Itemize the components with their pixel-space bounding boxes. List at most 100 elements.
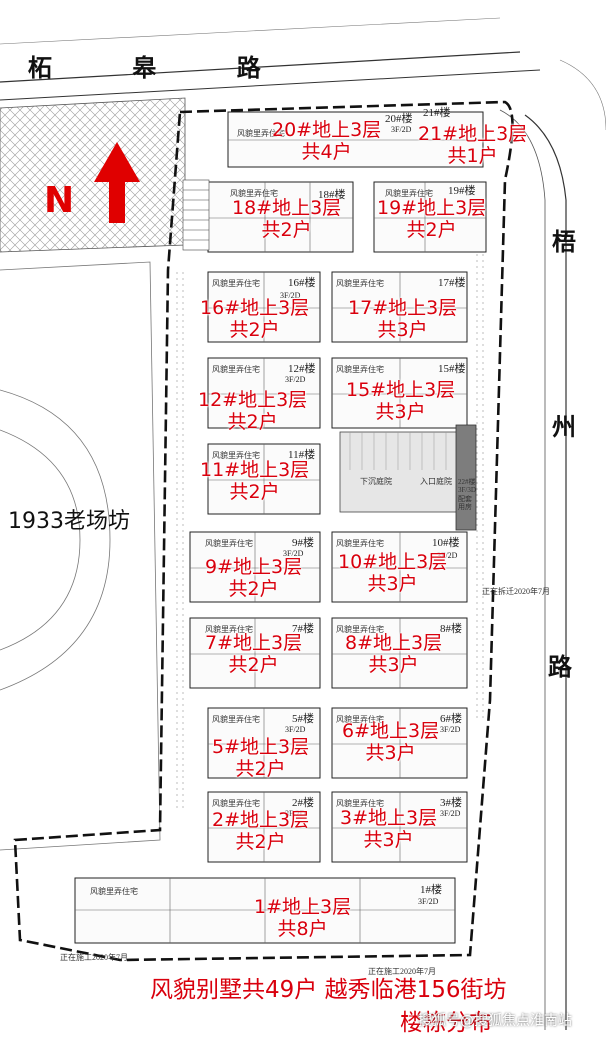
old-site-outline: [0, 261, 161, 851]
building-number-9: 9#楼: [292, 537, 314, 549]
label-block-21: 21#地上3层 共1户: [418, 123, 528, 168]
floor-tag: 3F/2D: [280, 291, 301, 300]
building-number-7: 7#楼: [292, 623, 314, 635]
block-19-units: 共2户: [406, 218, 457, 241]
building-number-15: 15#楼: [438, 363, 466, 375]
floor-tag: 3F/2D: [285, 725, 306, 734]
block-12-floors: 12#地上3层: [198, 389, 308, 411]
floor-tag: 3F/2D: [283, 549, 304, 558]
block-6-floors: 6#地上3层: [342, 720, 440, 742]
garage-22: [455, 424, 477, 531]
block-6-units: 共3户: [365, 741, 416, 764]
block-12-units: 共2户: [227, 410, 278, 433]
building-number-17: 17#楼: [438, 277, 466, 289]
block-1-units: 共8户: [277, 917, 328, 940]
building-type: 风貌里弄住宅: [212, 279, 260, 288]
block-18-units: 共2户: [261, 218, 312, 241]
north-letter: N: [44, 180, 75, 221]
building-type: 风貌里弄住宅: [212, 451, 260, 460]
block-8-floors: 8#地上3层: [345, 632, 443, 654]
building-type: 风貌里弄住宅: [212, 715, 260, 724]
building-number-20: 20#楼: [385, 113, 413, 125]
building-type: 风貌里弄住宅: [90, 887, 138, 896]
block-7-floors: 7#地上3层: [205, 632, 303, 654]
block-8-units: 共3户: [368, 653, 419, 676]
block-11-floors: 11#地上3层: [200, 459, 310, 481]
watermark: 搜狐号@搜狐焦点淮南站: [418, 1013, 572, 1029]
block-5-units: 共2户: [235, 757, 286, 780]
building-number-16: 16#楼: [288, 277, 316, 289]
building-type: 风貌里弄住宅: [230, 189, 278, 198]
road-zhegao: 柘 皋 路: [28, 54, 297, 82]
footer-caption-line1: 风貌别墅共49户 越秀临港156街坊: [150, 977, 507, 1003]
block-7-units: 共2户: [228, 653, 279, 676]
label-block-2: 2#地上3层 共2户: [212, 809, 310, 854]
courtyard-stripes: [349, 432, 447, 470]
building-number-8: 8#楼: [440, 623, 462, 635]
demolition-note: 正在拆迁2020年7月: [482, 587, 550, 596]
label-block-12: 12#地上3层 共2户: [198, 389, 308, 434]
building-number-12: 12#楼: [288, 363, 316, 375]
block-20-units: 共4户: [301, 140, 352, 163]
floor-tag: 3F/2D: [285, 375, 306, 384]
label-block-18: 18#地上3层 共2户: [232, 197, 341, 242]
building-number-3: 3#楼: [440, 797, 462, 809]
block-20-floors: 20#地上3层: [272, 119, 382, 141]
floor-tag: 3F/2D: [440, 725, 461, 734]
block-16-floors: 16#地上3层: [200, 297, 310, 319]
landscape-strip: [474, 180, 486, 720]
building-interior-lines: [75, 139, 486, 943]
building-number-1: 1#楼: [420, 884, 442, 896]
east-road: [499, 59, 606, 1030]
label-block-20: 20#地上3层 共4户: [272, 119, 382, 164]
north-road: [0, 17, 541, 101]
floor-tag: 3F/2D: [285, 809, 306, 818]
block-16-units: 共2户: [229, 318, 280, 341]
block-9-units: 共2户: [228, 577, 279, 600]
landscape-strip: [172, 270, 184, 810]
block-17-floors: 17#地上3层: [348, 297, 458, 319]
block-10-floors: 10#地上3层: [338, 551, 448, 573]
label-block-17: 17#地上3层 共3户: [348, 297, 458, 342]
building-number-18: 18#楼: [318, 189, 346, 201]
building-type: 风貌里弄住宅: [205, 625, 253, 634]
construction-note: 正在施工2020年7月: [368, 967, 436, 976]
block-15-floors: 15#地上3层: [346, 379, 456, 401]
floor-tag: 3F/2D: [391, 125, 412, 134]
block-21-floors: 21#地上3层: [418, 123, 528, 145]
building-number-21: 21#楼: [423, 107, 451, 119]
block-9-floors: 9#地上3层: [205, 556, 303, 578]
building-number-11: 11#楼: [288, 449, 316, 461]
label-block-15: 15#地上3层 共3户: [346, 379, 456, 424]
sunken-courtyard: [339, 431, 461, 513]
building-type: 风貌里弄住宅: [212, 365, 260, 374]
courtyard-label: 下沉庭院: [360, 477, 392, 486]
floor-tag: 3F/2D: [418, 897, 439, 906]
label-block-11: 11#地上3层 共2户: [200, 459, 310, 504]
label-block-3: 3#地上3层 共3户: [340, 807, 437, 852]
block-11-units: 共2户: [229, 480, 280, 503]
building-type: 风貌里弄住宅: [385, 189, 433, 198]
building-type: 风貌里弄住宅: [205, 539, 253, 548]
block-21-units: 共1户: [447, 144, 498, 167]
block-2-units: 共2户: [235, 830, 286, 853]
block-5-floors: 5#地上3层: [212, 736, 310, 758]
building-type: 风貌里弄住宅: [336, 365, 384, 374]
label-block-7: 7#地上3层 共2户: [205, 632, 303, 677]
block-2-floors: 2#地上3层: [212, 809, 310, 831]
building-number-5: 5#楼: [292, 713, 314, 725]
label-block-6: 6#地上3层 共3户: [342, 720, 440, 765]
block-3-units: 共3户: [363, 828, 414, 851]
construction-note: 正在施工2020年7月: [60, 953, 128, 962]
building-type: 风貌里弄住宅: [336, 279, 384, 288]
area-label-1933: 1933老场坊: [8, 509, 130, 534]
block-10-units: 共3户: [367, 572, 418, 595]
block-17-units: 共3户: [377, 318, 428, 341]
building-number-10: 10#楼: [432, 537, 460, 549]
floor-tag: 3F/2D: [437, 551, 458, 560]
label-block-9: 9#地上3层 共2户: [205, 556, 303, 601]
entry-steps: [182, 179, 210, 251]
building-type: 风貌里弄住宅: [336, 799, 384, 808]
road-wuzhou-1: 梧: [552, 228, 576, 256]
